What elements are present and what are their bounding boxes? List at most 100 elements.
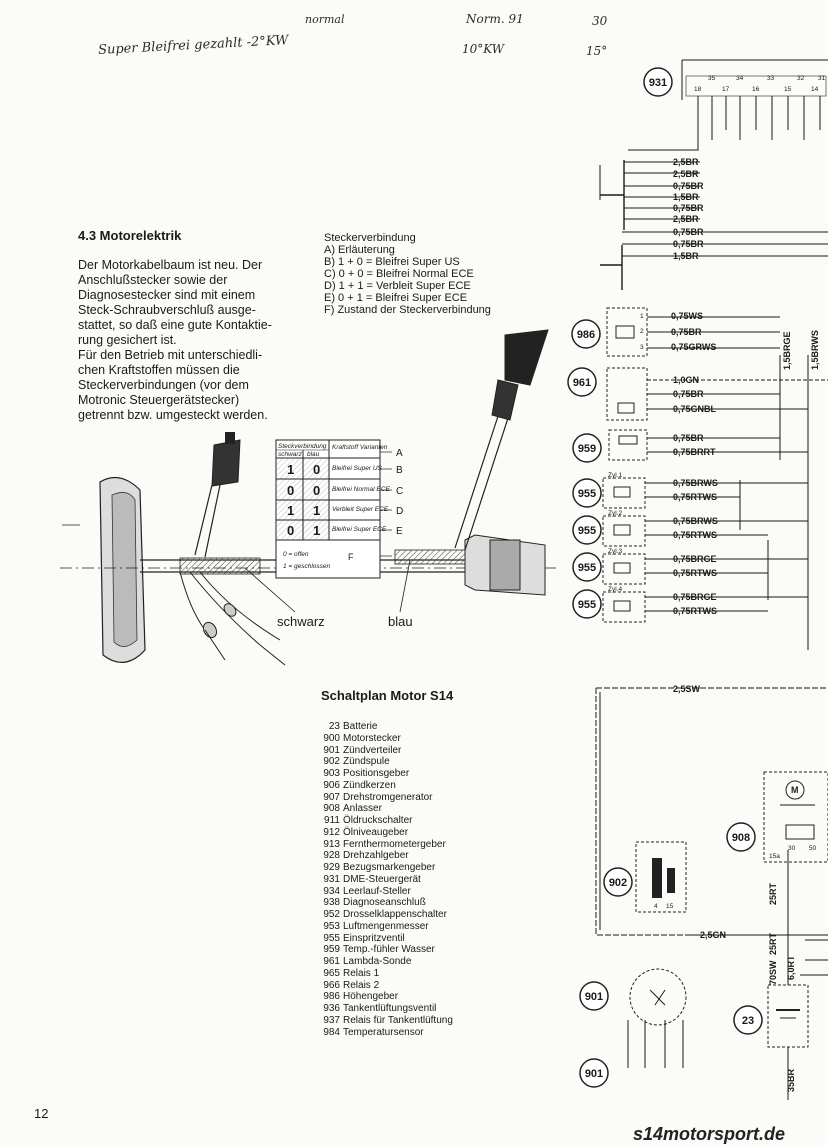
plug-table-col1-sub2: blau bbox=[307, 451, 320, 458]
ecu-pin: 16 bbox=[752, 86, 760, 93]
ecu-pin: 14 bbox=[811, 86, 819, 93]
legend-label: Zündkerzen bbox=[343, 779, 396, 791]
injector-cyl-label: Zyl.4 bbox=[608, 586, 622, 593]
legend-label: Motorstecker bbox=[343, 732, 401, 744]
callout-injector-1: 955 bbox=[578, 488, 596, 500]
legend-label: Relais 2 bbox=[343, 979, 380, 991]
callout-injector-2: 955 bbox=[578, 525, 596, 537]
coil-wire-label: 2,5GN bbox=[700, 930, 726, 940]
plug-info-item: F) Zustand der Steckerverbindung bbox=[324, 304, 491, 316]
legend-code: 959 bbox=[323, 944, 340, 956]
legend-title: Schaltplan Motor S14 bbox=[321, 688, 454, 703]
plug-table bbox=[275, 439, 392, 579]
intro-line: Steckerverbindungen (vor dem bbox=[78, 378, 249, 392]
legend-label: Öldruckschalter bbox=[343, 815, 413, 826]
legend-code: 901 bbox=[323, 744, 340, 756]
plug-row-fuel: Bleifrei Super ECE bbox=[332, 526, 387, 533]
callout-ecu: 931 bbox=[649, 77, 667, 89]
legend-label: Anlasser bbox=[343, 803, 382, 815]
ecu-pin: 15 bbox=[784, 86, 792, 93]
plug-row-black: 1 bbox=[287, 462, 294, 477]
plug-row-black: 0 bbox=[287, 523, 294, 538]
starter-wire-label: 25RT bbox=[768, 882, 778, 905]
ground-wire-label: 2,5BR bbox=[673, 214, 699, 224]
altitude-pin: 2 bbox=[640, 328, 644, 335]
page-number: 12 bbox=[34, 1106, 49, 1121]
legend-label: Lambda-Sonde bbox=[343, 956, 412, 967]
plug-letter: A bbox=[396, 448, 403, 459]
legend-code: 902 bbox=[323, 756, 340, 768]
intro-line: rung gesichert ist. bbox=[78, 333, 177, 347]
legend-label: Leerlauf-Steller bbox=[343, 885, 411, 897]
plug-row-blue: 1 bbox=[313, 523, 320, 538]
callout-distributor: 901 bbox=[585, 991, 603, 1003]
intro-line: Für den Betrieb mit unterschiedli- bbox=[78, 348, 263, 362]
altitude-pin: 3 bbox=[640, 344, 644, 351]
callout-lambda: 961 bbox=[573, 377, 591, 389]
legend-label: Tankentlüftungsventil bbox=[343, 1003, 437, 1014]
water-temp-wires bbox=[647, 437, 808, 453]
plug-letter: D bbox=[396, 506, 403, 517]
battery-wire-label: 35BR bbox=[786, 1068, 796, 1092]
ground-wire-label: 1,5BR bbox=[673, 192, 699, 202]
intro-line: Motronic Steuergerätstecker) bbox=[78, 393, 240, 407]
injector-wire-label: 0,75BRWS bbox=[673, 478, 718, 488]
plug-info-item: A) Erläuterung bbox=[324, 244, 395, 256]
injector-wire-label: 0,75RTWS bbox=[673, 568, 717, 578]
legend-code: 986 bbox=[323, 991, 340, 1003]
plug-row-blue: 0 bbox=[313, 483, 320, 498]
ground-wire-label: 0,75BR bbox=[673, 227, 704, 237]
legend-code: 906 bbox=[323, 779, 340, 791]
injector-cyl-label: Zyl.3 bbox=[608, 548, 622, 555]
legend-label: Drehzahlgeber bbox=[343, 850, 409, 862]
handwritten-note-2-bottom: 10°KW bbox=[462, 42, 505, 56]
plug-letter: F bbox=[348, 552, 354, 562]
legend-label: Zündverteiler bbox=[343, 744, 402, 756]
plug-info-item: E) 0 + 1 = Bleifrei Super ECE bbox=[324, 292, 468, 304]
plug-table-footer-open: 0 = offen bbox=[283, 551, 309, 558]
altitude-wire-label: 0,75GRWS bbox=[671, 342, 716, 352]
legend-code: 928 bbox=[323, 850, 340, 862]
plug-letter: C bbox=[396, 486, 403, 497]
callout-distributor-lower: 901 bbox=[585, 1068, 603, 1080]
legend-code: 936 bbox=[323, 1003, 340, 1014]
plug-letter: E bbox=[396, 526, 403, 537]
callouts bbox=[567, 67, 763, 1088]
legend-label: Positionsgeber bbox=[343, 768, 410, 779]
legend-label: Batterie bbox=[343, 721, 378, 732]
starter-wire-label: 25RT bbox=[768, 932, 778, 955]
plug-table-footer-closed: 1 = geschlossen bbox=[283, 563, 331, 570]
starter-terminal: 50 bbox=[809, 845, 817, 852]
plug-row-blue: 1 bbox=[313, 503, 320, 518]
section-title: 4.3 Motorelektrik bbox=[78, 228, 182, 243]
plug-table-col1-header: Steckverbindung bbox=[278, 443, 327, 450]
plug-row-black: 0 bbox=[287, 483, 294, 498]
ground-wire-group bbox=[622, 161, 828, 257]
legend-label: Diagnoseanschluß bbox=[343, 897, 426, 909]
legend-label: Bezugsmarkengeber bbox=[343, 862, 436, 873]
callout-injector-3: 955 bbox=[578, 562, 596, 574]
harness-illustration bbox=[60, 329, 560, 666]
legend-code: 931 bbox=[323, 873, 340, 885]
intro-line: Steck-Schraubverschluß ausge- bbox=[78, 303, 256, 317]
legend-code: 911 bbox=[324, 815, 340, 826]
callout-altitude-sensor: 986 bbox=[577, 329, 595, 341]
lambda-wire-label: 0,75GNBL bbox=[673, 404, 717, 414]
legend-code: 937 bbox=[323, 1014, 340, 1026]
altitude-wire-label: 0,75WS bbox=[671, 311, 703, 321]
